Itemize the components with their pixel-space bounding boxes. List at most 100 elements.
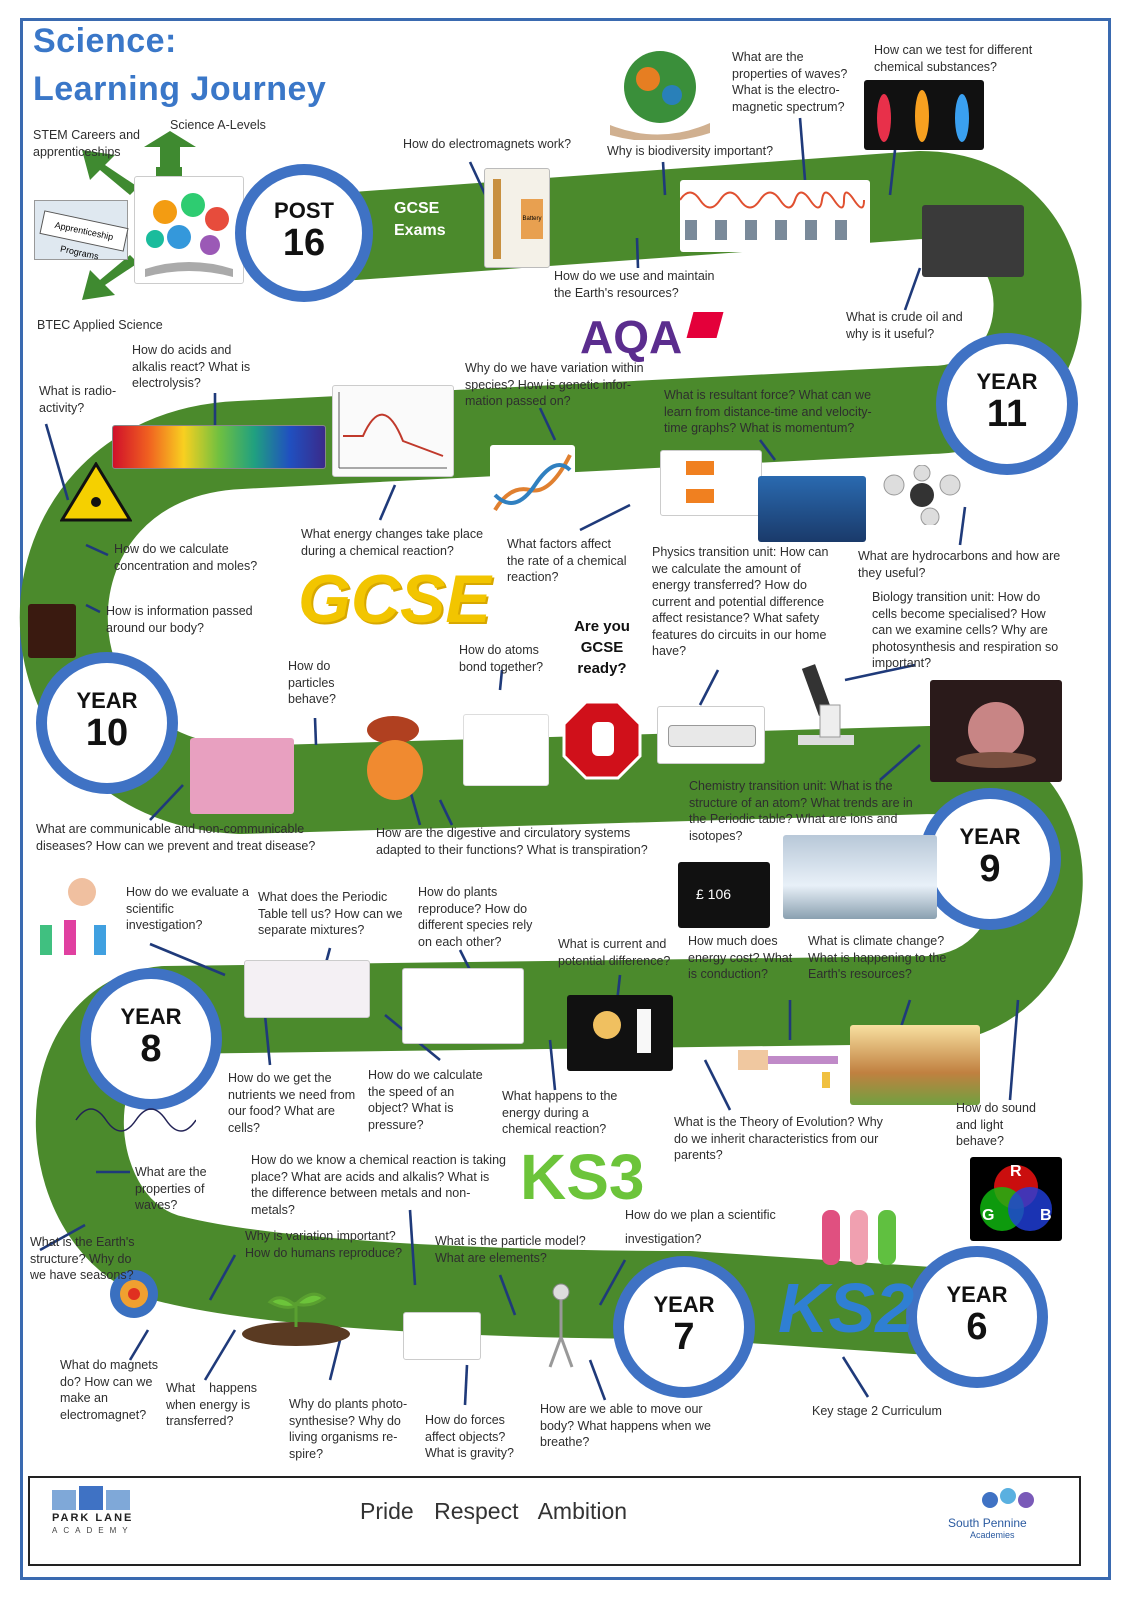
school-name: PARK LANE <box>52 1512 134 1524</box>
badge-year6: YEAR 6 <box>906 1246 1048 1388</box>
topic-photosynthesis: Why do plants photo-synthesise? Why do l… <box>289 1397 408 1461</box>
forces-diagram-image <box>660 450 762 516</box>
earth-structure-image <box>108 1268 160 1320</box>
topic-particles: How do particles behave? <box>288 659 336 706</box>
digestive-system-image <box>355 705 433 817</box>
stop-hand-icon <box>562 700 642 780</box>
title-line1: Science: <box>33 22 177 60</box>
topic-periodic: What does the Periodic Table tell us? Ho… <box>258 890 403 937</box>
btec-label: BTEC Applied Science <box>37 318 163 332</box>
topic-waves-em: What are the properties of waves? What i… <box>732 50 848 114</box>
topic-energy-transferred: What happens when energy is transferred? <box>166 1381 261 1428</box>
energy-profile-image <box>332 385 454 477</box>
topic-plants-reproduce: How do plants reproduce? How do differen… <box>418 885 533 949</box>
topic-rate: What factors affect the rate of a chemic… <box>507 537 627 584</box>
topic-forces: How do forces affect objects? What is gr… <box>425 1413 514 1460</box>
topic-move-body: How are we able to move our body? What h… <box>540 1402 711 1449</box>
topic-resultant-force: What is resultant force? What can we lea… <box>664 388 872 435</box>
badge-post16: POST 16 <box>235 164 373 302</box>
topic-speed: How do we calculate the speed of an obje… <box>368 1068 483 1132</box>
topic-waves: What are the properties of waves? <box>135 1165 207 1212</box>
title-line2: Learning Journey <box>33 70 327 108</box>
leader-lines <box>39 117 1020 1406</box>
trust-sub: Academies <box>970 1530 1015 1540</box>
methane-molecule-image <box>878 464 966 527</box>
conduction-image <box>738 1042 838 1090</box>
apprenticeship-sign: Apprenticeship Programs <box>34 200 129 261</box>
badge-year9: YEAR 9 <box>919 788 1061 930</box>
electromagnet-image: Battery <box>484 168 550 268</box>
glacier-image <box>783 835 937 919</box>
fuse-image <box>657 706 765 764</box>
aqa-logo: AQA <box>580 311 683 363</box>
badge-year10-num: 10 <box>85 712 129 755</box>
topic-plan-investigation: How do we plan a scientific investigatio… <box>625 1208 776 1247</box>
badge-year6-num: 6 <box>966 1306 988 1349</box>
badge-year6-top: YEAR <box>946 1282 1008 1308</box>
topic-info-body: How is information passed around our bod… <box>106 604 253 635</box>
crude-oil-image <box>922 205 1024 277</box>
badge-year8-num: 8 <box>140 1028 162 1071</box>
page-frame <box>20 18 1111 1580</box>
microscope-image <box>780 655 868 751</box>
badge-year8-top: YEAR <box>120 1004 182 1030</box>
badge-year7-num: 7 <box>673 1316 695 1359</box>
topic-particle-model: What is the particle model? What are ele… <box>435 1234 586 1265</box>
nervous-system-image <box>28 604 76 658</box>
badge-year9-top: YEAR <box>959 824 1021 850</box>
cells-image <box>190 738 294 814</box>
stem-label: STEM Careers and apprenticeships <box>33 128 140 159</box>
biodiversity-image <box>600 45 720 142</box>
park-lane-logo-icon <box>52 1486 132 1510</box>
badge-year11-top: YEAR <box>976 369 1038 395</box>
topic-atoms-bond: How do atoms bond together? <box>459 643 544 674</box>
topic-chem-test: How can we test for different chemical s… <box>874 43 1033 74</box>
topic-magnets: What do magnets do? How can we make an e… <box>60 1358 158 1422</box>
badge-post16-top: POST <box>274 198 334 224</box>
rgb-g-label: G <box>982 1207 995 1224</box>
topic-digestive: How are the digestive and circulatory sy… <box>376 826 648 857</box>
meter-reading: £ 106 <box>696 886 732 902</box>
badge-year10: YEAR 10 <box>36 652 178 794</box>
wave-diagram-image <box>74 1098 197 1142</box>
ph-scale-image <box>112 425 326 469</box>
topic-evolution: What is the Theory of Evolution? Why do … <box>674 1115 883 1162</box>
topic-biodiversity: Why is biodiversity important? <box>607 144 774 158</box>
skeleton-image <box>540 1282 582 1370</box>
badge-year7: YEAR 7 <box>613 1256 755 1398</box>
topic-biology-transition: Biology transition unit: How do cells be… <box>872 590 1059 670</box>
badge-year8: YEAR 8 <box>80 968 222 1110</box>
climate-image <box>850 1025 980 1105</box>
topic-energy-reaction: What happens to the energy during a chem… <box>502 1089 618 1136</box>
light-bulb-image <box>567 995 673 1071</box>
post16-image <box>134 176 244 284</box>
alevels-label: Science A-Levels <box>170 118 266 132</box>
em-spectrum-image <box>679 180 870 252</box>
footer-motto: Pride Respect Ambition <box>360 1498 628 1524</box>
smart-meter-image: £ 106 <box>678 862 770 928</box>
radiation-icon <box>59 461 133 522</box>
topic-energy-changes: What energy changes take place during a … <box>301 527 484 558</box>
rgb-light-image: R G B <box>970 1157 1062 1241</box>
trust-logo-icon <box>976 1484 1046 1514</box>
lab-scientist-image <box>34 870 120 960</box>
badge-post16-num: 16 <box>282 222 326 265</box>
rgb-r-label: R <box>1010 1163 1022 1180</box>
trust-name: South Pennine <box>948 1516 1027 1530</box>
topic-current-pd: What is current and potential difference… <box>558 937 671 968</box>
topic-acids-alkalis: How do acids and alkalis react? What is … <box>132 343 251 390</box>
topic-concentration: How do we calculate concentration and mo… <box>114 542 258 573</box>
topic-variation: Why do we have variation within species?… <box>465 361 644 408</box>
badge-year9-num: 9 <box>979 848 1001 891</box>
topic-energy-cost: How much does energy cost? What is condu… <box>688 934 793 981</box>
topic-disease: What are communicable and non-communicab… <box>36 822 316 853</box>
badge-year7-top: YEAR <box>653 1292 715 1318</box>
school-sub: ACADEMY <box>52 1526 134 1535</box>
badge-year11-num: 11 <box>986 393 1028 436</box>
seedling-image <box>240 1282 352 1348</box>
topic-radioactivity: What is radio-activity? <box>39 384 117 415</box>
topic-physics-transition: Physics transition unit: How can we calc… <box>652 545 829 658</box>
molecule-image <box>463 714 549 786</box>
periodic-table-image <box>244 960 370 1018</box>
reaction-image <box>930 680 1062 782</box>
